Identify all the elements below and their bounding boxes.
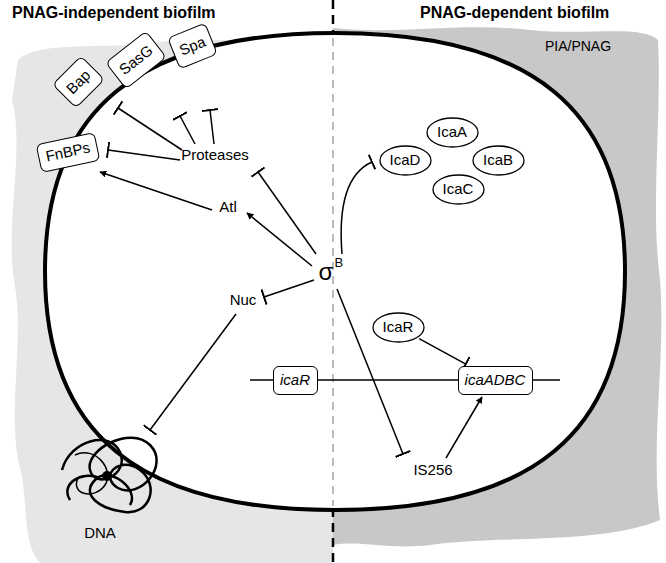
inhibition-line <box>264 280 314 297</box>
inhibition-line <box>210 110 214 144</box>
activation-arrow <box>247 213 312 266</box>
dna-strand <box>75 453 108 494</box>
protein-ellipse: IcaA <box>426 117 479 148</box>
protein-ellipse: IcaD <box>379 145 432 176</box>
inhibition-line <box>180 116 195 144</box>
node-label: IcaC <box>443 181 474 198</box>
inhibition-line <box>150 314 236 430</box>
node-label: Bap <box>63 67 94 98</box>
inhibition-line <box>341 162 372 254</box>
activation-arrow <box>446 397 482 458</box>
node-label: IcaB <box>483 152 513 169</box>
protein-box: icaADBC <box>458 366 533 395</box>
inhibition-line <box>108 150 180 160</box>
protein-ellipse: IcaB <box>472 145 525 176</box>
pathway-label: PIA/PNAG <box>545 39 611 54</box>
pathway-label: B <box>334 256 343 270</box>
repression-connector <box>419 339 466 365</box>
divider-line <box>332 0 335 36</box>
node-label: Spa <box>177 33 208 58</box>
protein-box: icaR <box>273 366 318 395</box>
pathway-label: DNA <box>84 525 116 542</box>
pathway-label: Proteases <box>181 147 249 164</box>
panel-title: PNAG-dependent biofilm <box>420 4 609 22</box>
divider-line <box>332 508 335 563</box>
protein-ellipse: IcaR <box>372 312 425 343</box>
node-label: IcaA <box>437 124 467 141</box>
node-label: icaR <box>280 372 310 389</box>
pathway-label: Atl <box>219 199 237 216</box>
node-label: FnBPs <box>44 139 91 164</box>
dna-knot <box>102 471 112 481</box>
pathway-label: σ <box>319 259 334 285</box>
protein-ellipse: IcaC <box>432 174 485 205</box>
pathway-label: IS256 <box>413 462 452 479</box>
pathway-label: Nuc <box>230 292 257 309</box>
dna-strand <box>62 438 157 513</box>
inhibition-line <box>258 172 316 254</box>
activation-arrow <box>100 172 212 210</box>
node-label: icaADBC <box>465 372 526 389</box>
node-label: IcaD <box>390 152 421 169</box>
node-label: IcaR <box>383 319 414 336</box>
panel-title: PNAG-independent biofilm <box>12 4 216 22</box>
inhibition-line <box>118 108 182 150</box>
